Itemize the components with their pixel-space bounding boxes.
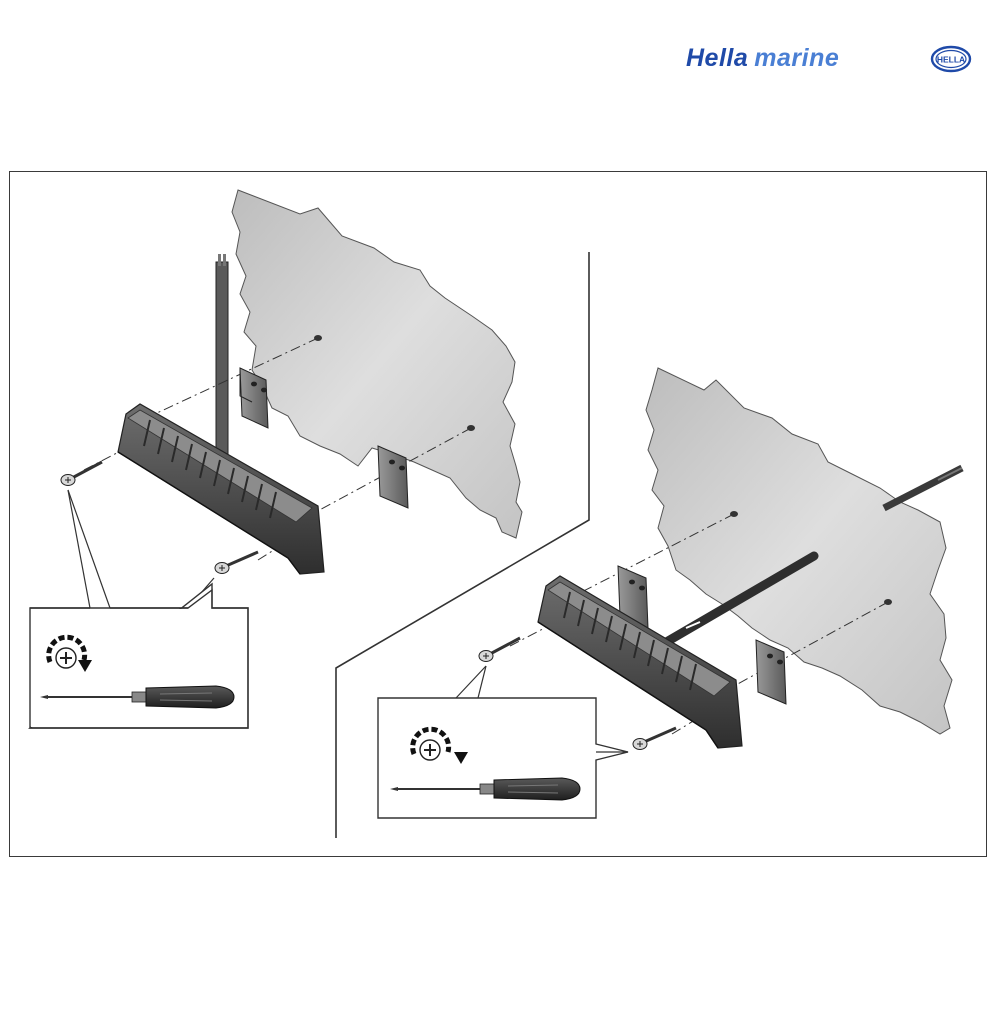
right-bracket-2-icon	[755, 639, 787, 705]
right-view	[377, 367, 964, 819]
illustration-frame	[9, 171, 987, 857]
right-lamp-icon	[537, 575, 743, 749]
left-view	[27, 189, 523, 729]
badge-text: HELLA	[937, 55, 965, 65]
right-tool-callout	[377, 697, 629, 819]
brand-word-hella: Hella	[686, 44, 749, 72]
right-bracket-icon	[617, 565, 649, 629]
left-lamp-icon	[117, 403, 325, 575]
left-screw-2-icon	[214, 550, 259, 574]
left-screwdriver-icon	[40, 685, 235, 709]
right-screw-1-icon	[478, 636, 521, 662]
left-bracket-2-icon	[377, 445, 409, 509]
brand-word-marine: marine	[754, 44, 840, 72]
left-mounting-panel	[231, 189, 523, 539]
left-screw-1-icon	[60, 460, 103, 486]
view-divider	[335, 252, 590, 838]
left-bracket-icon	[239, 367, 269, 429]
right-screw-2-icon	[632, 726, 677, 750]
right-rotate-clockwise-icon	[410, 726, 468, 764]
hella-logo-icon: HELLA	[930, 45, 972, 73]
left-rotate-clockwise-icon	[46, 634, 92, 672]
right-screwdriver-icon	[390, 777, 581, 801]
right-cable-icon	[882, 464, 964, 512]
left-cable-icon	[215, 254, 229, 481]
right-mounting-panel	[645, 367, 953, 735]
